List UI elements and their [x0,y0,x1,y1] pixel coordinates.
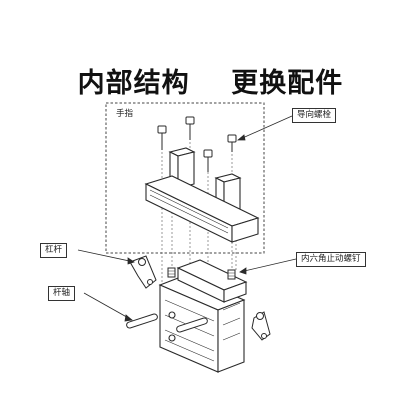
heading-replacement-parts: 更换配件 [231,68,344,99]
callout-leaders [77,115,297,322]
hex-set-screw-icon [167,267,236,280]
guide-bolt-icon [157,116,237,172]
label-guide-bolt: 导向螺栓 [292,108,337,123]
lever-left-icon [129,255,157,289]
label-lever-shaft: 杆轴 [48,286,76,301]
jaw-housing [176,259,248,303]
label-hex-set-screw: 内六角止动螺钉 [296,252,366,267]
label-lever: 杠杆 [40,243,68,258]
heading-internal-structure: 内部结构 [77,68,190,99]
page-heading: 内部结构 更换配件 [0,30,400,100]
label-finger: 手指 [116,109,134,119]
finger-dashed-box [105,102,265,254]
lever-right-icon [251,311,271,341]
finger-base-rail [144,175,260,243]
lever-shaft-icon [126,313,208,333]
